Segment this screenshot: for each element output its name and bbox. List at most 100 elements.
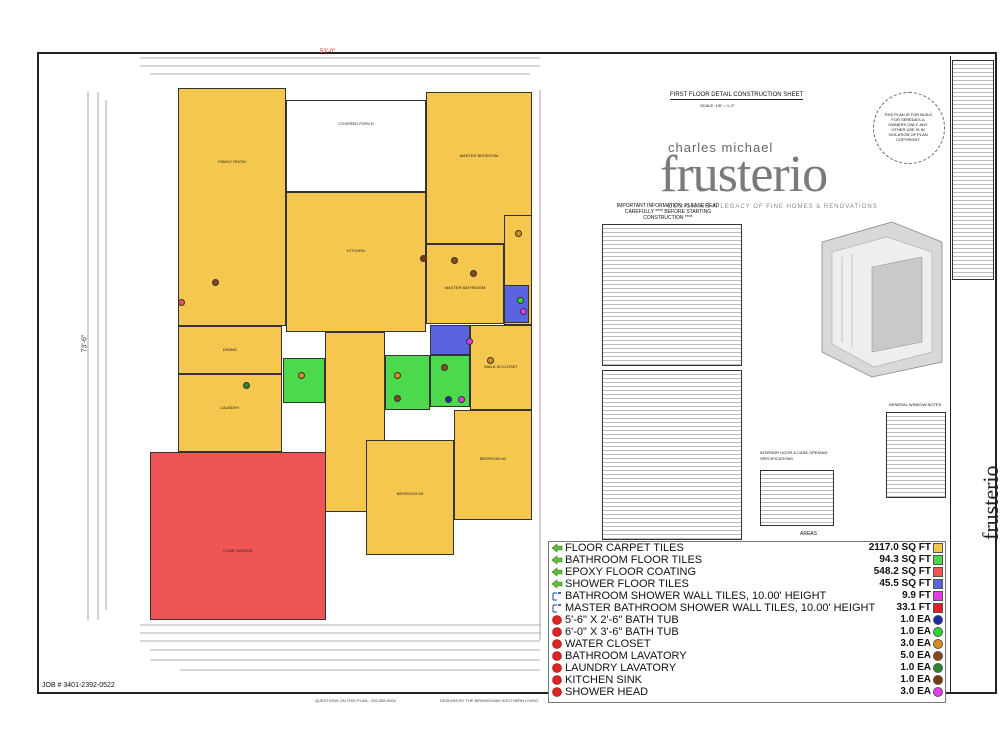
lavatory-dot (178, 299, 185, 306)
wall-tile-icon (552, 604, 561, 613)
copyright-stamp-text: THIS PLAN IS FOR BUILD FOR SEREDA'S & OW… (883, 112, 932, 142)
interior-door-specs-box (760, 470, 834, 526)
room-bedroom2: BEDROOM #2 (454, 410, 532, 520)
legend-row: BATHROOM LAVATORY 5.0 EA (549, 650, 945, 662)
legend-label: SHOWER FLOOR TILES (565, 578, 689, 590)
legend-label: SHOWER HEAD (565, 686, 649, 698)
room-master-bath-label: MASTER BATHROOM (444, 285, 486, 290)
legend-row: BATHROOM FLOOR TILES 94.3 SQ FT (549, 554, 945, 566)
legend-row: WATER CLOSET 3.0 EA (549, 638, 945, 650)
general-notes-box (602, 224, 742, 366)
room-garage-label: 2 CAR GARAGE (222, 548, 253, 553)
overall-width-dimension: 53'-0" (320, 49, 336, 55)
legend-row: 5'-6" X 2'-6" BATH TUB 1.0 EA (549, 614, 945, 626)
sheet-title: FIRST FLOOR DETAIL CONSTRUCTION SHEET (670, 92, 804, 100)
3d-wall-section-render (821, 221, 943, 378)
room-porch: COVERED PORCH (286, 100, 426, 192)
legend-row: 6'-0" X 3'-6" BATH TUB 1.0 EA (549, 626, 945, 638)
lavatory-dot (451, 257, 458, 264)
lavatory-dot (441, 364, 448, 371)
legend-label: MASTER BATHROOM SHOWER WALL TILES, 10.00… (565, 602, 876, 614)
legend-swatch (933, 651, 943, 661)
legend-label: KITCHEN SINK (565, 674, 643, 686)
room-kitchen: KITCHEN (286, 192, 426, 332)
legend-label: EPOXY FLOOR COATING (565, 566, 697, 578)
legend-swatch (933, 543, 943, 553)
water-closet-dot (394, 372, 401, 379)
legend-quantity: 1.0 EA (900, 662, 931, 673)
powder-bath-floor (283, 358, 325, 403)
water-closet-dot (487, 357, 494, 364)
shower-head-dot (466, 338, 473, 345)
side-brand-logo: frusterio (978, 465, 1000, 540)
brand-logo: frusterio (660, 146, 828, 203)
legend-swatch (933, 567, 943, 577)
bath-tub-dot (445, 396, 452, 403)
shower-head-dot (458, 396, 465, 403)
lavatory-dot (394, 395, 401, 402)
legend-swatch (933, 591, 943, 601)
kitchen-sink-dot (420, 255, 427, 262)
structural-notes-box (602, 370, 742, 540)
interior-door-specs-title: INTERIOR DOOR & CASE OPENING SPECIFICATI… (760, 450, 828, 461)
room-porch-label: COVERED PORCH (338, 121, 374, 126)
floor-tile-icon (551, 555, 563, 565)
designer-line: DESIGNS BY THE BIRMINGHAM SOUTHERN LIVIN… (440, 698, 539, 703)
water-closet-dot (515, 230, 522, 237)
legend-quantity: 1.0 EA (900, 674, 931, 685)
fixture-icon (552, 663, 562, 673)
lavatory-dot (470, 270, 477, 277)
sheet-scale: SCALE: 1/8" = 1'-0" (700, 103, 735, 108)
room-laundry-label: LAUNDRY (220, 405, 240, 410)
room-master-bath: MASTER BATHROOM (426, 244, 504, 324)
legend-row: KITCHEN SINK 1.0 EA (549, 674, 945, 686)
room-bedroom2-label: BEDROOM #2 (479, 456, 507, 461)
room-dining: DINING (178, 326, 282, 374)
large-tub-dot (517, 297, 524, 304)
legend-swatch (933, 663, 943, 673)
fixture-icon (552, 651, 562, 661)
legend-row: SHOWER HEAD 3.0 EA (549, 686, 945, 698)
legend-label: BATHROOM LAVATORY (565, 650, 687, 662)
fixture-icon (552, 627, 562, 637)
room-master-label: MASTER BEDROOM (459, 153, 499, 158)
legend-quantity: 548.2 SQ FT (873, 566, 931, 577)
room-bedroom3: BEDROOM #3 (366, 440, 454, 555)
legend-quantity: 9.9 FT (902, 590, 931, 601)
legend-swatch (933, 555, 943, 565)
window-notes-title: GENERAL WINDOW NOTES (888, 402, 942, 407)
title-block-notes (952, 60, 994, 280)
room-garage: 2 CAR GARAGE (150, 452, 326, 620)
legend-label: LAUNDRY LAVATORY (565, 662, 677, 674)
laundry-lavatory-dot (243, 382, 250, 389)
floor-tile-icon (551, 567, 563, 577)
fixture-icon (552, 615, 562, 625)
lavatory-dot (212, 279, 219, 286)
room-bedroom3-label: BEDROOM #3 (396, 491, 424, 496)
shower-head-dot (520, 308, 527, 315)
legend-label: 6'-0" X 3'-6" BATH TUB (565, 626, 679, 638)
legend-quantity: 1.0 EA (900, 626, 931, 637)
legend-row: EPOXY FLOOR COATING 548.2 SQ FT (549, 566, 945, 578)
legend-quantity: 3.0 EA (900, 686, 931, 697)
areas-title: AREAS (800, 531, 817, 537)
legend-row: MASTER BATHROOM SHOWER WALL TILES, 10.00… (549, 602, 945, 614)
quantity-legend: FLOOR CARPET TILES 2117.0 SQ FT BATHROOM… (548, 541, 946, 703)
legend-swatch (933, 675, 943, 685)
window-notes-box (886, 412, 946, 498)
legend-quantity: 33.1 FT (896, 602, 931, 613)
hall-shower-area (430, 325, 470, 355)
floor-tile-icon (551, 579, 563, 589)
legend-row: BATHROOM SHOWER WALL TILES, 10.00' HEIGH… (549, 590, 945, 602)
fixture-icon (552, 639, 562, 649)
master-shower-area (504, 285, 529, 323)
legend-label: BATHROOM FLOOR TILES (565, 554, 703, 566)
job-number: JOB # 3401-2392-0522 (42, 682, 115, 689)
legend-quantity: 2117.0 SQ FT (868, 542, 931, 553)
legend-swatch (933, 687, 943, 697)
title-block (950, 56, 995, 692)
legend-label: BATHROOM SHOWER WALL TILES, 10.00' HEIGH… (565, 590, 827, 602)
fixture-icon (552, 675, 562, 685)
brand-small-text: charles michael (668, 140, 774, 155)
